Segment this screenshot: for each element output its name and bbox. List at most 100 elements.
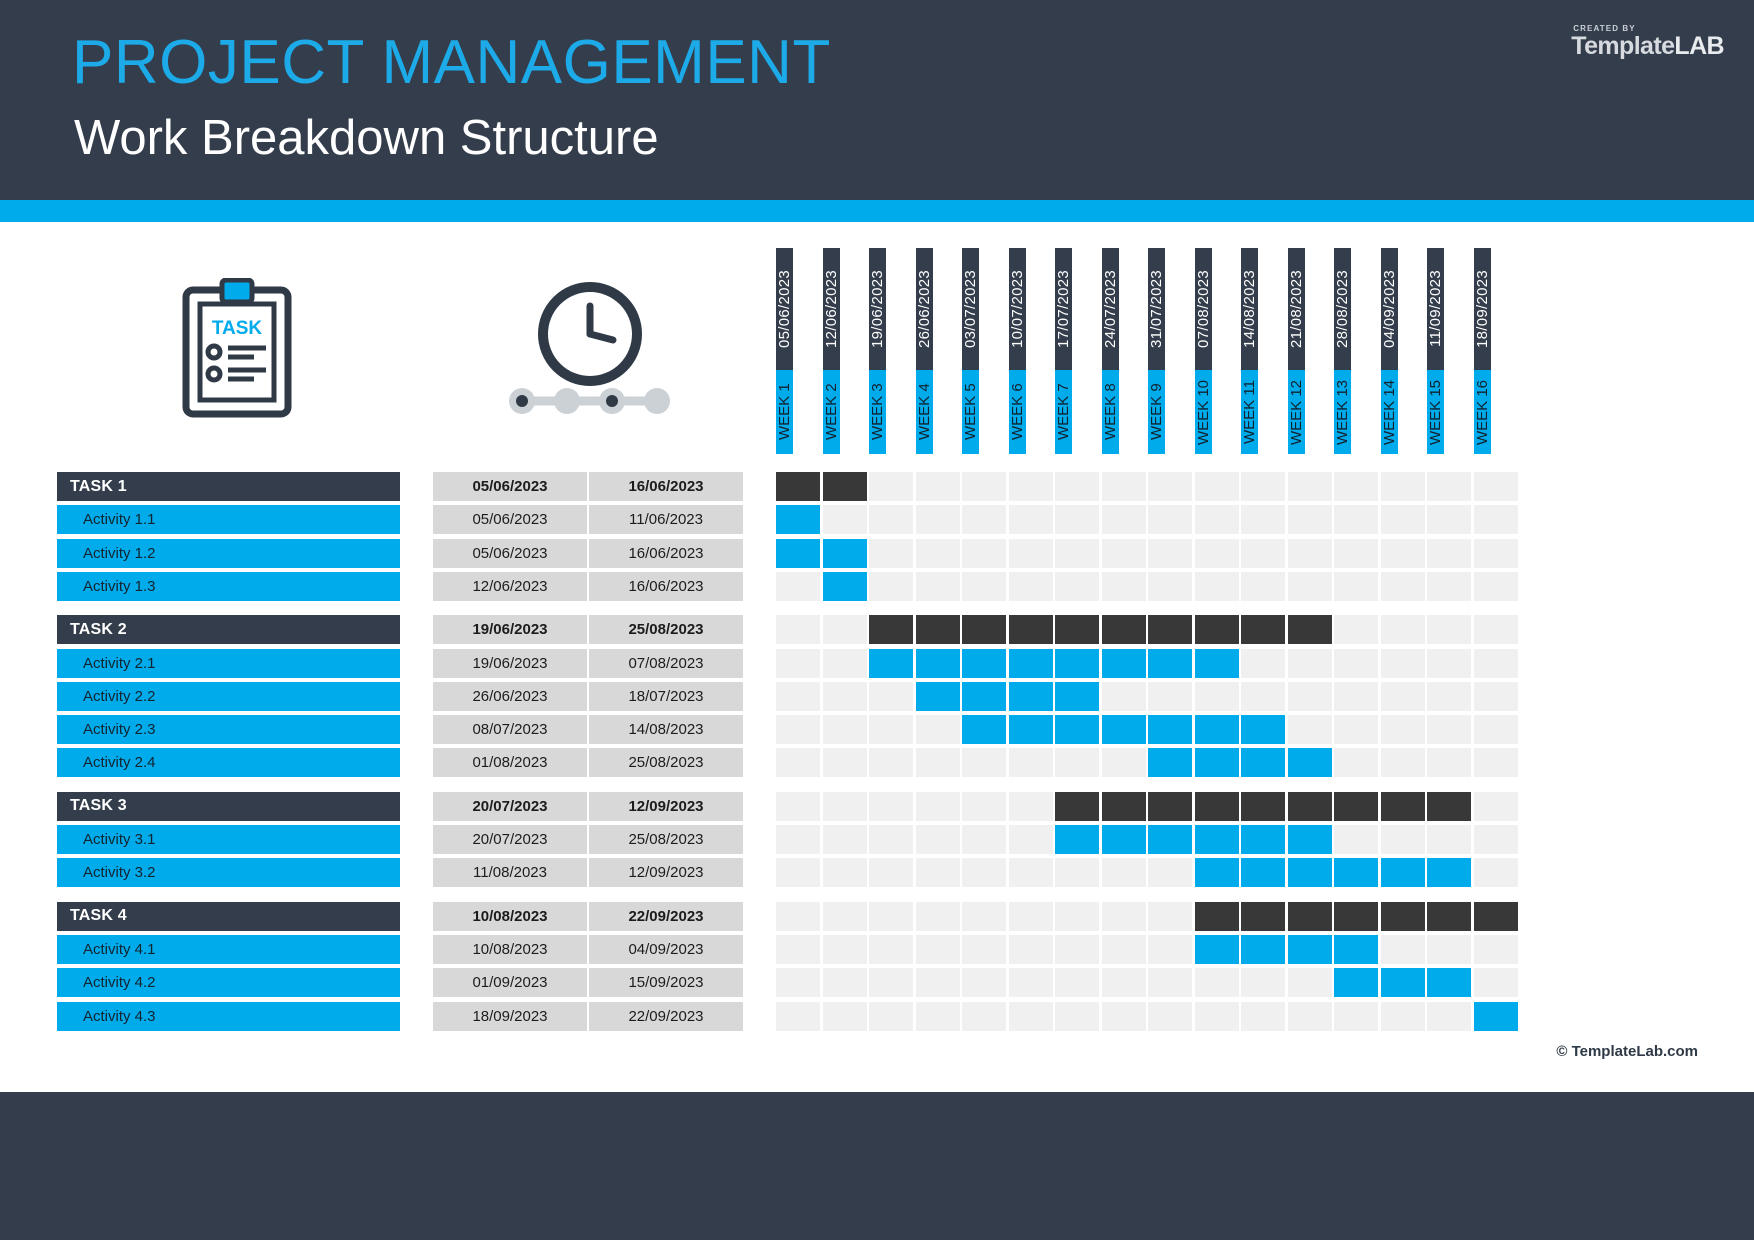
gantt-empty-cell[interactable]: [1380, 472, 1425, 501]
gantt-empty-cell[interactable]: [1380, 681, 1425, 711]
gantt-empty-cell[interactable]: [1241, 681, 1285, 711]
gantt-empty-cell[interactable]: [1427, 571, 1471, 601]
gantt-activity-bar-cell[interactable]: [776, 505, 820, 535]
gantt-empty-cell[interactable]: [1380, 615, 1425, 645]
gantt-empty-cell[interactable]: [1473, 681, 1518, 711]
gantt-empty-cell[interactable]: [1427, 934, 1471, 964]
gantt-empty-cell[interactable]: [1334, 681, 1378, 711]
gantt-empty-cell[interactable]: [822, 715, 867, 745]
gantt-activity-bar-cell[interactable]: [1287, 934, 1332, 964]
gantt-activity-bar-cell[interactable]: [1334, 968, 1378, 998]
gantt-empty-cell[interactable]: [822, 934, 867, 964]
gantt-empty-cell[interactable]: [869, 681, 913, 711]
start-date-cell[interactable]: 05/06/2023: [433, 538, 587, 568]
gantt-empty-cell[interactable]: [1380, 571, 1425, 601]
gantt-empty-cell[interactable]: [1473, 648, 1518, 678]
gantt-empty-cell[interactable]: [776, 681, 820, 711]
gantt-empty-cell[interactable]: [822, 901, 867, 931]
gantt-empty-cell[interactable]: [915, 901, 960, 931]
gantt-task-bar-cell[interactable]: [1194, 901, 1239, 931]
gantt-empty-cell[interactable]: [1101, 1001, 1146, 1031]
gantt-activity-bar-cell[interactable]: [962, 648, 1006, 678]
gantt-task-bar-cell[interactable]: [1334, 901, 1378, 931]
gantt-empty-cell[interactable]: [1427, 825, 1471, 854]
gantt-activity-bar-cell[interactable]: [1148, 748, 1192, 778]
gantt-empty-cell[interactable]: [869, 472, 913, 501]
gantt-empty-cell[interactable]: [915, 748, 960, 778]
gantt-empty-cell[interactable]: [962, 901, 1006, 931]
start-date-cell[interactable]: 20/07/2023: [433, 791, 587, 821]
gantt-empty-cell[interactable]: [1380, 748, 1425, 778]
gantt-activity-bar-cell[interactable]: [1194, 648, 1239, 678]
gantt-empty-cell[interactable]: [1427, 1001, 1471, 1031]
gantt-empty-cell[interactable]: [776, 648, 820, 678]
gantt-empty-cell[interactable]: [1101, 571, 1146, 601]
gantt-empty-cell[interactable]: [1101, 748, 1146, 778]
gantt-empty-cell[interactable]: [1473, 571, 1518, 601]
gantt-empty-cell[interactable]: [915, 571, 960, 601]
gantt-task-bar-cell[interactable]: [869, 615, 913, 645]
gantt-activity-bar-cell[interactable]: [1194, 748, 1239, 778]
gantt-empty-cell[interactable]: [1287, 538, 1332, 568]
gantt-activity-bar-cell[interactable]: [1055, 825, 1099, 854]
start-date-cell[interactable]: 05/06/2023: [433, 505, 587, 535]
gantt-task-bar-cell[interactable]: [1241, 901, 1285, 931]
activity-name-cell[interactable]: Activity 4.3: [57, 1001, 400, 1031]
gantt-empty-cell[interactable]: [1241, 505, 1285, 535]
gantt-empty-cell[interactable]: [1473, 968, 1518, 998]
gantt-empty-cell[interactable]: [822, 748, 867, 778]
gantt-empty-cell[interactable]: [776, 901, 820, 931]
gantt-activity-bar-cell[interactable]: [1055, 715, 1099, 745]
gantt-empty-cell[interactable]: [1148, 968, 1192, 998]
gantt-empty-cell[interactable]: [1055, 505, 1099, 535]
gantt-empty-cell[interactable]: [1380, 825, 1425, 854]
gantt-empty-cell[interactable]: [869, 538, 913, 568]
gantt-task-bar-cell[interactable]: [1287, 615, 1332, 645]
gantt-empty-cell[interactable]: [915, 505, 960, 535]
gantt-empty-cell[interactable]: [1101, 901, 1146, 931]
activity-name-cell[interactable]: Activity 3.2: [57, 858, 400, 888]
gantt-task-bar-cell[interactable]: [1055, 615, 1099, 645]
gantt-empty-cell[interactable]: [1101, 681, 1146, 711]
gantt-empty-cell[interactable]: [915, 791, 960, 821]
activity-name-cell[interactable]: Activity 3.1: [57, 825, 400, 854]
gantt-empty-cell[interactable]: [776, 571, 820, 601]
gantt-task-bar-cell[interactable]: [1473, 901, 1518, 931]
gantt-empty-cell[interactable]: [1194, 538, 1239, 568]
gantt-empty-cell[interactable]: [1008, 825, 1053, 854]
gantt-activity-bar-cell[interactable]: [1380, 968, 1425, 998]
end-date-cell[interactable]: 22/09/2023: [589, 1001, 743, 1031]
gantt-empty-cell[interactable]: [1055, 472, 1099, 501]
activity-name-cell[interactable]: Activity 4.1: [57, 934, 400, 964]
gantt-empty-cell[interactable]: [1241, 1001, 1285, 1031]
gantt-empty-cell[interactable]: [1334, 648, 1378, 678]
gantt-empty-cell[interactable]: [1334, 715, 1378, 745]
gantt-empty-cell[interactable]: [822, 968, 867, 998]
gantt-empty-cell[interactable]: [869, 505, 913, 535]
gantt-empty-cell[interactable]: [1427, 715, 1471, 745]
gantt-empty-cell[interactable]: [1287, 571, 1332, 601]
gantt-empty-cell[interactable]: [776, 715, 820, 745]
gantt-empty-cell[interactable]: [1148, 538, 1192, 568]
gantt-empty-cell[interactable]: [1101, 968, 1146, 998]
gantt-empty-cell[interactable]: [869, 968, 913, 998]
gantt-empty-cell[interactable]: [1008, 472, 1053, 501]
end-date-cell[interactable]: 18/07/2023: [589, 681, 743, 711]
gantt-task-bar-cell[interactable]: [962, 615, 1006, 645]
gantt-activity-bar-cell[interactable]: [822, 571, 867, 601]
gantt-empty-cell[interactable]: [1101, 934, 1146, 964]
gantt-empty-cell[interactable]: [1101, 858, 1146, 888]
end-date-cell[interactable]: 12/09/2023: [589, 791, 743, 821]
gantt-empty-cell[interactable]: [1148, 681, 1192, 711]
start-date-cell[interactable]: 11/08/2023: [433, 858, 587, 888]
activity-name-cell[interactable]: Activity 1.2: [57, 538, 400, 568]
gantt-empty-cell[interactable]: [915, 472, 960, 501]
gantt-empty-cell[interactable]: [1055, 748, 1099, 778]
start-date-cell[interactable]: 12/06/2023: [433, 571, 587, 601]
end-date-cell[interactable]: 22/09/2023: [589, 901, 743, 931]
gantt-empty-cell[interactable]: [1473, 505, 1518, 535]
gantt-empty-cell[interactable]: [1427, 538, 1471, 568]
gantt-empty-cell[interactable]: [776, 615, 820, 645]
gantt-empty-cell[interactable]: [1427, 472, 1471, 501]
gantt-activity-bar-cell[interactable]: [1334, 934, 1378, 964]
